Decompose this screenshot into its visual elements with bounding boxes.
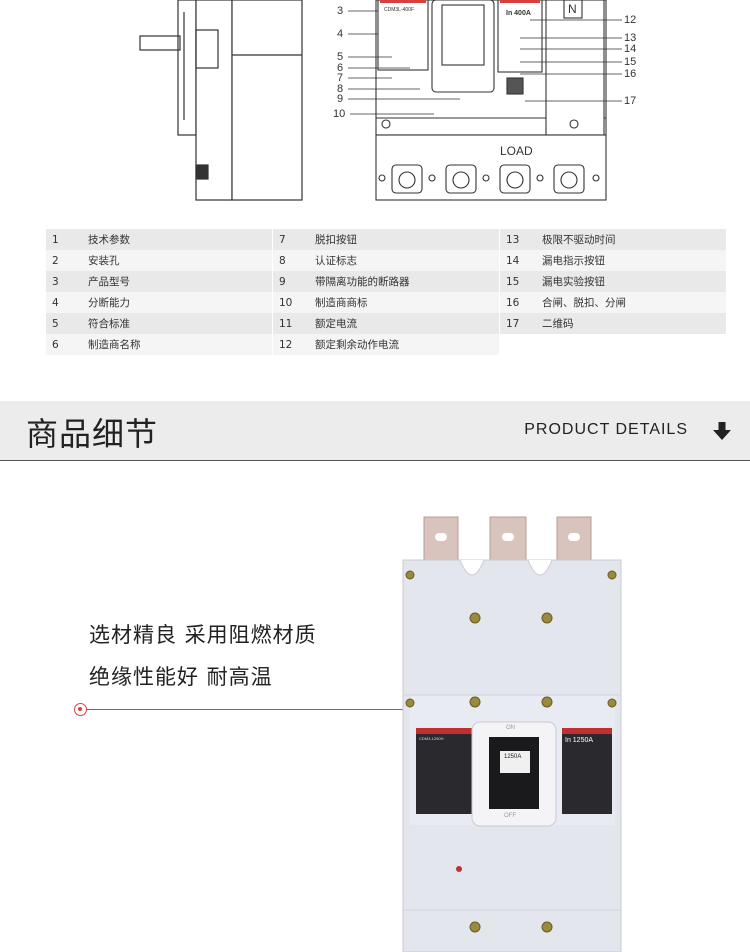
callout-10: 10 xyxy=(333,108,346,120)
table-row: 11 额定电流 xyxy=(273,313,499,334)
callout-9: 9 xyxy=(337,93,344,105)
screws xyxy=(405,570,617,933)
part-number: 5 xyxy=(52,317,59,330)
part-number: 17 xyxy=(506,317,520,330)
table-row: 17 二维码 xyxy=(500,313,726,334)
callout-12: 12 xyxy=(624,14,637,26)
part-number: 11 xyxy=(279,317,293,330)
part-number: 13 xyxy=(506,233,520,246)
table-row: 5 符合标准 xyxy=(46,313,272,334)
part-number: 12 xyxy=(279,338,293,351)
breaker-illustration xyxy=(402,516,622,952)
part-number: 2 xyxy=(52,254,59,267)
load-label: LOAD xyxy=(500,144,533,158)
table-row: 13 极限不驱动时间 xyxy=(500,229,726,250)
part-name: 额定剩余动作电流 xyxy=(315,339,399,351)
parts-column-2: 7 脱扣按钮 8 认证标志 9 带隔离功能的断路器 10 制造商商标 11 额定电流 12… xyxy=(273,229,499,355)
part-number: 7 xyxy=(279,233,286,246)
part-number: 9 xyxy=(279,275,286,288)
parts-column-1: 1 技术参数 2 安装孔 3 产品型号 4 分断能力 5 符合标准 6 制造商名称 xyxy=(46,229,272,355)
table-row: 14 漏电指示按钮 xyxy=(500,250,726,271)
feature-line-1: 选材精良 采用阻燃材质 xyxy=(89,623,317,647)
diagram-rating-label: In 400A xyxy=(506,10,531,17)
breaker-line-drawing xyxy=(139,0,622,201)
part-number: 8 xyxy=(279,254,286,267)
part-name: 极限不驱动时间 xyxy=(542,234,616,246)
part-number: 10 xyxy=(279,296,293,309)
callout-7: 7 xyxy=(337,72,344,84)
section-title: 商品细节 xyxy=(26,415,159,453)
part-name: 二维码 xyxy=(542,318,574,330)
front-view xyxy=(375,0,607,201)
off-label: OFF xyxy=(504,813,516,819)
callout-16: 16 xyxy=(624,68,637,80)
pointer-target-icon xyxy=(74,703,87,716)
callout-3: 3 xyxy=(337,5,344,17)
callout-8: 8 xyxy=(337,83,344,95)
part-number: 1 xyxy=(52,233,59,246)
table-row: 6 制造商名称 xyxy=(46,334,272,355)
table-row: 9 带隔离功能的断路器 xyxy=(273,271,499,292)
leader-lines-right xyxy=(520,19,622,102)
part-name: 认证标志 xyxy=(315,255,357,267)
table-row: 15 漏电实验按钮 xyxy=(500,271,726,292)
n-mark: N xyxy=(568,2,577,16)
part-name: 分断能力 xyxy=(88,297,130,309)
pointer-line xyxy=(80,709,410,710)
table-row: 8 认证标志 xyxy=(273,250,499,271)
table-row: 16 合闸、脱扣、分闸 xyxy=(500,292,726,313)
part-name: 安装孔 xyxy=(88,255,120,267)
table-row: 10 制造商商标 xyxy=(273,292,499,313)
callout-6: 6 xyxy=(337,62,344,74)
part-name: 漏电指示按钮 xyxy=(542,255,605,267)
table-row: 1 技术参数 xyxy=(46,229,272,250)
callout-5: 5 xyxy=(337,51,344,63)
section-subtitle: PRODUCT DETAILS xyxy=(524,421,688,438)
table-row: 3 产品型号 xyxy=(46,271,272,292)
part-name: 产品型号 xyxy=(88,276,130,288)
parts-column-3: 13 极限不驱动时间 14 漏电指示按钮 15 漏电实验按钮 16 合闸、脱扣、分闸 1… xyxy=(500,229,726,334)
callout-14: 14 xyxy=(624,43,637,55)
part-name: 符合标准 xyxy=(88,318,130,330)
side-view xyxy=(139,0,303,201)
part-name: 制造商商标 xyxy=(315,297,368,309)
product-rating-label: In 1250A xyxy=(565,737,594,744)
part-name: 带隔离功能的断路器 xyxy=(315,276,410,288)
breaker-product-image: In 1250A 1250A ON OFF CDM3-1250H xyxy=(400,515,625,952)
terminal-row xyxy=(378,164,600,194)
product-model-label: CDM3-1250H xyxy=(419,736,444,741)
section-header: 商品细节 PRODUCT DETAILS xyxy=(0,401,750,461)
leader-lines-left xyxy=(348,10,460,115)
diagram-model-label: CDM3L-400F xyxy=(384,7,415,13)
table-row: 7 脱扣按钮 xyxy=(273,229,499,250)
part-name: 漏电实验按钮 xyxy=(542,276,605,288)
table-row: 4 分断能力 xyxy=(46,292,272,313)
on-label: ON xyxy=(506,725,515,731)
callout-15: 15 xyxy=(624,56,637,68)
part-name: 脱扣按钮 xyxy=(315,234,357,246)
part-number: 16 xyxy=(506,296,520,309)
callout-4: 4 xyxy=(337,28,344,40)
part-name: 合闸、脱扣、分闸 xyxy=(542,297,626,309)
part-name: 制造商名称 xyxy=(88,339,141,351)
part-number: 4 xyxy=(52,296,59,309)
callout-13: 13 xyxy=(624,32,637,44)
part-number: 3 xyxy=(52,275,59,288)
breaker-diagram: 3 4 5 6 7 8 9 10 12 13 14 15 16 17 LOAD … xyxy=(0,0,750,215)
feature-line-2: 绝缘性能好 耐高温 xyxy=(89,665,273,689)
table-row: 12 额定剩余动作电流 xyxy=(273,334,499,355)
table-row: 2 安装孔 xyxy=(46,250,272,271)
part-number: 6 xyxy=(52,338,59,351)
handle-rating-label: 1250A xyxy=(504,754,522,760)
part-number: 14 xyxy=(506,254,520,267)
part-name: 技术参数 xyxy=(88,234,130,246)
callout-17: 17 xyxy=(624,95,637,107)
part-name: 额定电流 xyxy=(315,318,357,330)
arrow-down-icon xyxy=(713,422,731,440)
part-number: 15 xyxy=(506,275,520,288)
